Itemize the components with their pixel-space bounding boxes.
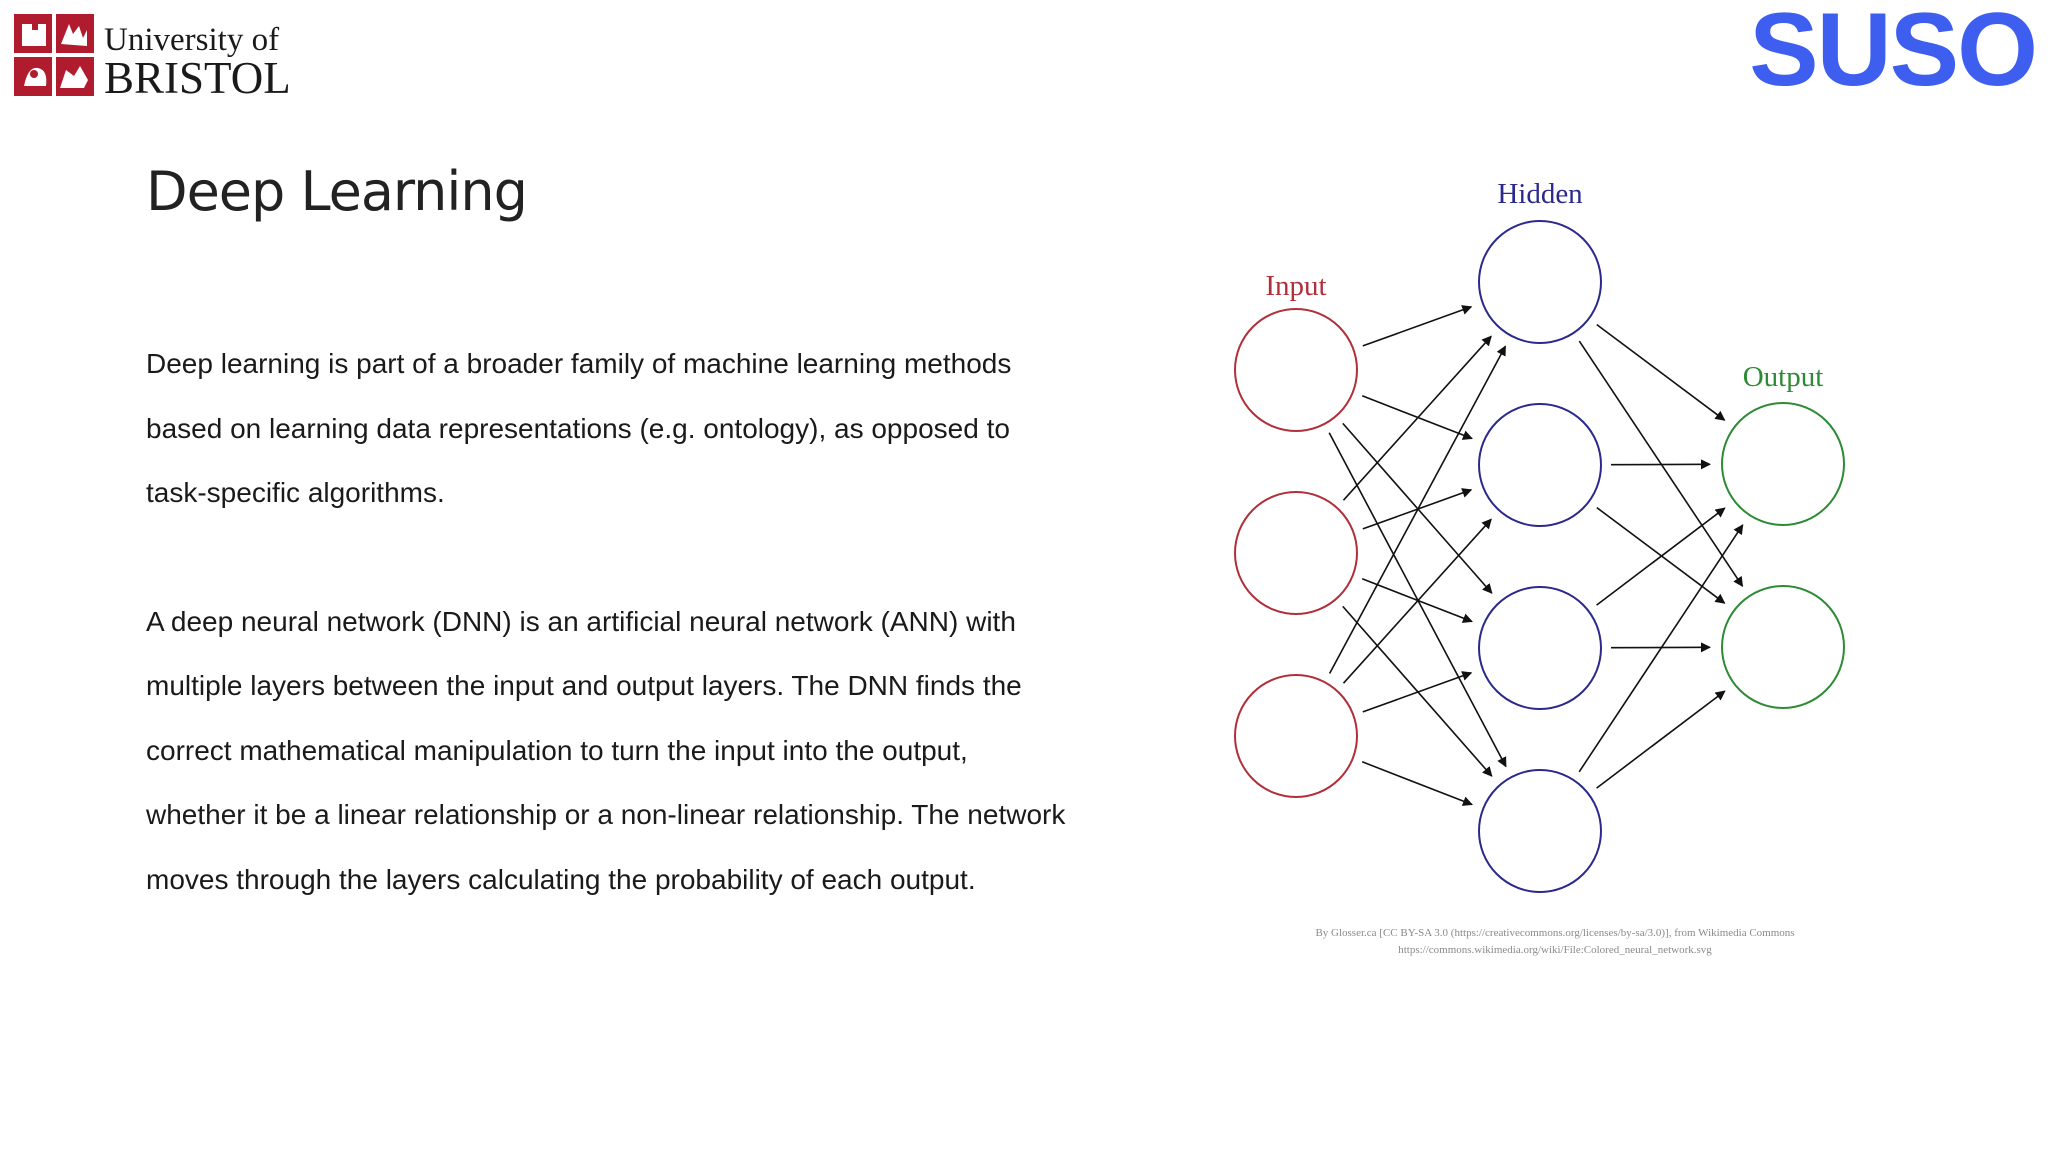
output-layer-label: Output [1743, 361, 1824, 393]
input-node-2 [1234, 491, 1358, 615]
hidden-layer-label: Hidden [1497, 178, 1583, 210]
output-node-1 [1721, 402, 1845, 526]
logo-line-1: University of [104, 22, 280, 58]
connection-arrow [1361, 761, 1473, 806]
connection-arrow [1578, 524, 1744, 773]
suso-logo: SUSO [1749, 0, 2038, 108]
attribution-line-2: https://commons.wikimedia.org/wiki/File:… [1398, 944, 1712, 956]
connection-arrow [1342, 335, 1492, 501]
connection-arrow [1342, 518, 1492, 684]
connection-arrow [1362, 671, 1473, 713]
input-node-3 [1234, 674, 1358, 798]
hidden-node-4 [1478, 769, 1602, 893]
image-attribution: By Glosser.ca [CC BY-SA 3.0 (https://cre… [1240, 925, 1870, 959]
connection-arrow [1578, 340, 1744, 588]
input-node-1 [1234, 308, 1358, 432]
paragraph-dnn: A deep neural network (DNN) is an artifi… [146, 605, 1066, 895]
connection-arrow [1362, 305, 1473, 347]
connection-arrow [1596, 506, 1726, 604]
hidden-node-2 [1478, 403, 1602, 527]
university-crest-icon [14, 14, 94, 96]
connection-arrow [1361, 395, 1473, 440]
network-nodes [1234, 220, 1845, 893]
connection-arrow [1596, 507, 1726, 606]
neural-network-diagram: Input Hidden Output [1234, 178, 1845, 893]
attribution-line-1: By Glosser.ca [CC BY-SA 3.0 (https://cre… [1315, 927, 1795, 939]
paragraph-deep-learning: Deep learning is part of a broader famil… [146, 348, 1012, 508]
slide-body: Deep learning is part of a broader famil… [146, 332, 1066, 912]
connection-arrow [1361, 578, 1473, 623]
input-layer-label: Input [1265, 270, 1326, 302]
hidden-node-3 [1478, 586, 1602, 710]
slide-title: Deep Learning [146, 160, 528, 223]
connection-arrow [1596, 323, 1726, 421]
hidden-node-1 [1478, 220, 1602, 344]
output-node-2 [1721, 585, 1845, 709]
connection-arrow [1596, 690, 1726, 789]
university-logo: University of BRISTOL [14, 14, 294, 101]
logo-line-2: BRISTOL [104, 53, 291, 103]
network-connections [1328, 305, 1744, 806]
connection-arrow [1342, 605, 1493, 777]
connection-arrow [1342, 422, 1493, 594]
connection-arrow [1328, 345, 1507, 674]
